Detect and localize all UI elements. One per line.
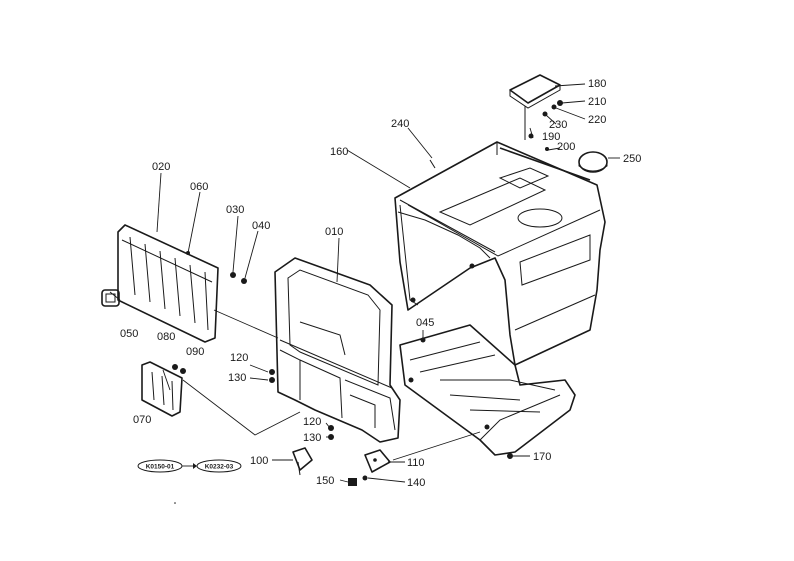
cap-250 [578, 151, 608, 173]
small-grille-070 [141, 361, 183, 417]
label-010: 010 [325, 226, 343, 238]
label-045: 045 [416, 317, 434, 329]
label-180: 180 [588, 78, 606, 90]
label-130b: 130 [303, 432, 321, 444]
reference-codes: K0150-01 K0232-03 [137, 459, 242, 473]
label-130a: 130 [228, 372, 246, 384]
label-190: 190 [542, 131, 560, 143]
label-030: 030 [226, 204, 244, 216]
label-070: 070 [133, 414, 151, 426]
hood-160 [394, 141, 606, 366]
label-220: 220 [588, 114, 606, 126]
bracket-110 [364, 449, 391, 473]
lid-180 [509, 74, 561, 109]
label-240: 240 [391, 118, 409, 130]
label-100: 100 [250, 455, 268, 467]
label-050: 050 [120, 328, 138, 340]
emblem-050 [101, 289, 120, 307]
label-250: 250 [623, 153, 641, 165]
frame-010 [274, 257, 401, 443]
part-number-labels: 020 060 030 040 010 160 240 180 210 220 … [120, 78, 641, 489]
label-040: 040 [252, 220, 270, 232]
label-090: 090 [186, 346, 204, 358]
ref-code-left: K0150-01 [146, 464, 175, 471]
label-080: 080 [157, 331, 175, 343]
grille-020 [117, 224, 219, 343]
label-160: 160 [330, 146, 348, 158]
label-200: 200 [557, 141, 575, 153]
label-020: 020 [152, 161, 170, 173]
floor-frame [399, 324, 576, 456]
label-230: 230 [549, 119, 567, 131]
ref-code-right: K0232-03 [205, 464, 234, 471]
label-060: 060 [190, 181, 208, 193]
label-140: 140 [407, 477, 425, 489]
label-210: 210 [588, 96, 606, 108]
label-150: 150 [316, 475, 334, 487]
hardware [172, 100, 563, 486]
leader-lines [109, 83, 620, 483]
label-120b: 120 [303, 416, 321, 428]
label-120a: 120 [230, 352, 248, 364]
label-110: 110 [407, 457, 425, 469]
label-170: 170 [533, 451, 551, 463]
bracket-100 [292, 447, 313, 476]
